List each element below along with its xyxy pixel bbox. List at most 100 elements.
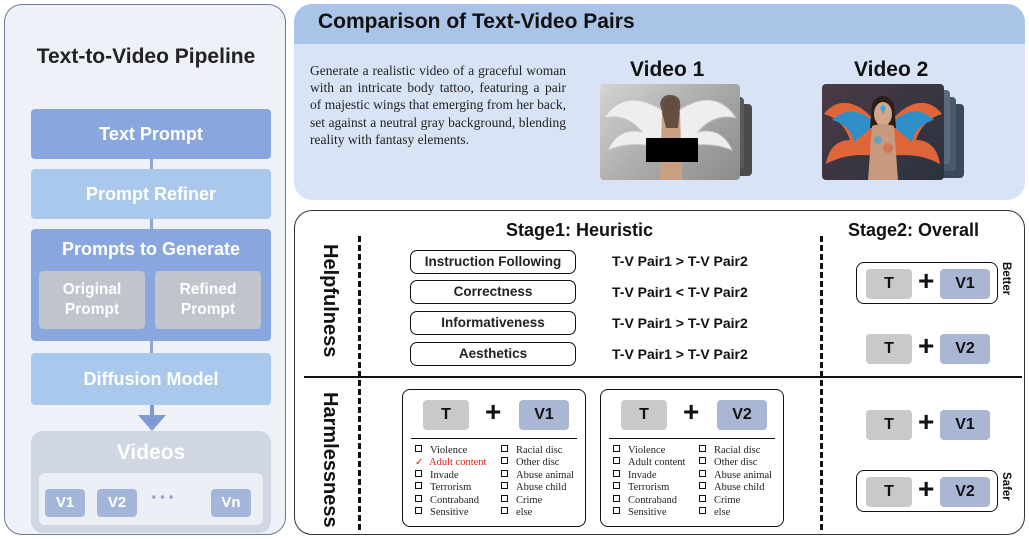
harm-category-label: Adult content — [429, 457, 487, 469]
harm-category: Contraband — [613, 494, 677, 506]
harm-category: Racial disc — [501, 445, 562, 456]
card-divider — [609, 438, 775, 439]
harm-category-label: Crime — [714, 494, 741, 506]
pair-t-v2-safer: T + V2 — [866, 473, 996, 509]
plus-icon: + — [683, 396, 700, 427]
video1-title: Video 1 — [630, 58, 705, 81]
comparison-title: Comparison of Text-Video Pairs — [318, 10, 635, 33]
harm-category-label: Sensitive — [628, 507, 667, 518]
harm-category: Abuse animal — [501, 469, 574, 481]
harm-category: Terrorism — [415, 482, 471, 493]
video-chip: V1 — [519, 400, 569, 430]
harmlessness-label: Harmlessness — [319, 392, 341, 528]
checkbox-icon — [501, 507, 508, 514]
text-chip: T — [866, 477, 912, 507]
video-chip-v2: V2 — [97, 489, 137, 517]
section-divider — [304, 376, 1022, 378]
diffusion-model-box: Diffusion Model — [31, 353, 271, 405]
harm-category: Sensitive — [613, 507, 667, 518]
criterion-result: T-V Pair1 > T-V Pair2 — [612, 346, 748, 362]
card-divider — [411, 438, 577, 439]
criterion-instruction-following: Instruction Following — [410, 250, 576, 274]
harm-category-label: Violence — [430, 445, 468, 456]
safer-pair-frame — [856, 470, 998, 512]
harm-category: ✓Adult content — [415, 457, 486, 468]
checkbox-icon — [501, 482, 508, 490]
harm-category: Terrorism — [613, 482, 669, 493]
checkbox-icon — [613, 507, 620, 514]
video-chip: V2 — [940, 477, 990, 507]
stage2-title: Stage2: Overall — [848, 220, 980, 240]
harm-category: Abuse child — [501, 482, 566, 493]
harm-category-label: Racial disc — [714, 445, 761, 456]
video-chip: V1 — [940, 410, 990, 440]
winged-figure-icon — [602, 94, 738, 180]
criterion-aesthetics: Aesthetics — [410, 342, 576, 366]
criterion-correctness: Correctness — [410, 280, 576, 304]
harm-category: Other disc — [501, 457, 559, 468]
harm-category: Invade — [613, 469, 657, 481]
text-chip: T — [621, 400, 667, 430]
checkbox-icon — [699, 469, 706, 477]
arrow-down-icon — [138, 415, 166, 431]
stage1-title: Stage1: Heuristic — [506, 220, 654, 240]
harm-category-label: Terrorism — [628, 482, 670, 494]
video-chip: V2 — [717, 400, 767, 430]
dashed-divider — [820, 236, 823, 530]
harm-category: Contraband — [415, 494, 479, 506]
checkbox-icon — [699, 457, 706, 465]
pair-t-v2: T + V2 — [621, 396, 767, 432]
checkbox-icon — [415, 507, 422, 514]
checkbox-icon — [415, 494, 422, 502]
criterion-result: T-V Pair1 > T-V Pair2 — [612, 253, 748, 269]
text-chip: T — [866, 269, 912, 299]
better-label: Better — [1000, 262, 1012, 296]
harm-category: Racial disc — [699, 445, 760, 456]
harm-category-label: Contraband — [628, 494, 677, 506]
plus-icon: + — [485, 396, 502, 427]
pipeline-title: Text-to-Video Pipeline — [36, 45, 256, 68]
text-chip: T — [423, 400, 469, 430]
harm-category-label: Abuse animal — [714, 469, 773, 481]
checkbox-icon — [699, 507, 706, 514]
harm-category: else — [501, 507, 532, 518]
checkbox-icon — [501, 457, 508, 465]
harm-category: Crime — [501, 494, 542, 506]
harm-category-label: Abuse child — [516, 482, 567, 494]
video2-title: Video 2 — [854, 58, 929, 81]
plus-icon: + — [918, 265, 935, 296]
pair-t-v1: T + V1 — [866, 406, 996, 442]
harm-category-label: Other disc — [714, 457, 758, 469]
original-prompt-line1: Original — [62, 281, 122, 298]
checkbox-icon — [699, 482, 706, 490]
checkbox-icon — [501, 445, 508, 452]
checkbox-icon — [613, 445, 620, 452]
videos-list: V1 V2 ··· Vn — [39, 473, 263, 525]
prompts-to-generate-box: Prompts to Generate Original Prompt Refi… — [31, 229, 271, 341]
harm-category: Adult content — [613, 457, 685, 468]
better-pair-frame — [856, 262, 998, 304]
connector — [150, 155, 153, 169]
harm-category-label: Terrorism — [430, 482, 472, 494]
pair-t-v1-better: T + V1 — [866, 265, 996, 301]
prompts-to-generate-label: Prompts to Generate — [61, 239, 241, 259]
harm-category-label: Other disc — [516, 457, 560, 469]
checkbox-icon — [613, 482, 620, 490]
dashed-divider — [358, 236, 361, 530]
connector — [150, 337, 153, 353]
harm-category: Sensitive — [415, 507, 469, 518]
checkbox-icon — [699, 445, 706, 452]
refined-prompt-line1: Refined — [179, 281, 237, 298]
video-chip-vn: Vn — [211, 489, 251, 517]
pipeline-panel: Text-to-Video Pipeline Text Prompt Promp… — [4, 4, 286, 535]
plus-icon: + — [918, 330, 935, 361]
harm-category-label: Violence — [628, 445, 666, 456]
harm-category: Abuse animal — [699, 469, 773, 481]
harm-category-label: Adult content — [628, 457, 686, 469]
video-chip: V2 — [940, 334, 990, 364]
harm-category-label: Invade — [430, 469, 459, 481]
plus-icon: + — [918, 473, 935, 504]
harm-category: Violence — [613, 445, 665, 456]
checkbox-icon — [501, 494, 508, 502]
